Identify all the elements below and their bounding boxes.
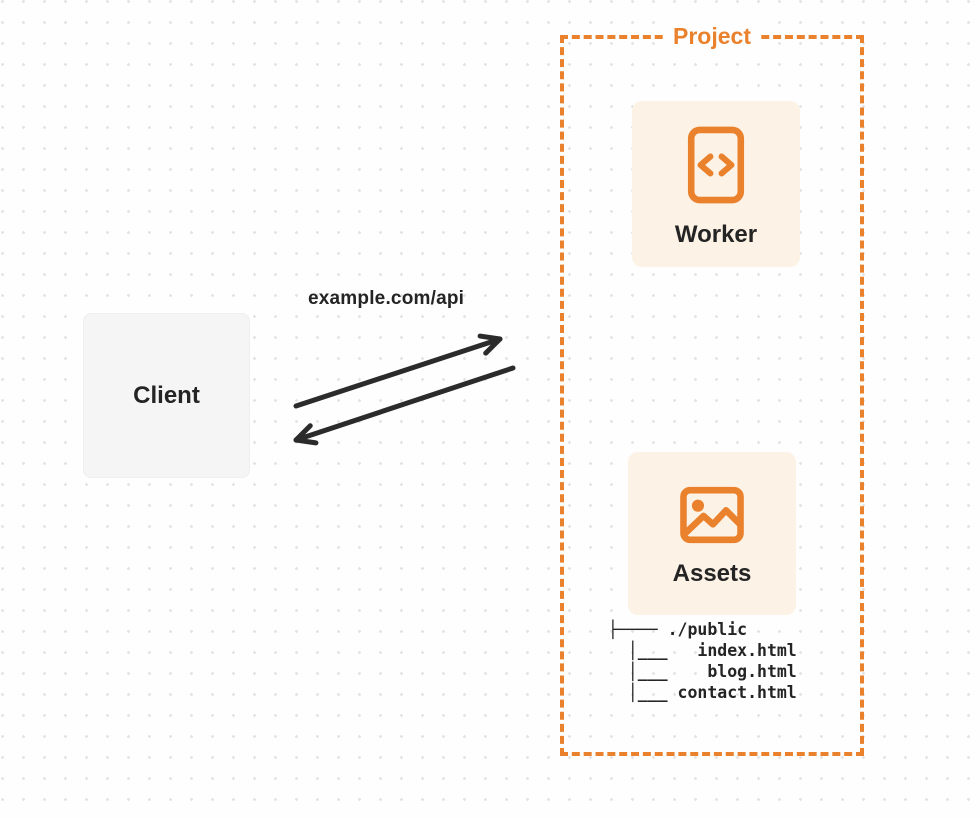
request-arrow bbox=[293, 333, 503, 409]
code-icon bbox=[687, 126, 745, 204]
request-url-label: example.com/api bbox=[308, 288, 465, 309]
client-node: Client bbox=[83, 313, 250, 478]
client-label: Client bbox=[133, 381, 200, 409]
assets-label: Assets bbox=[672, 559, 752, 587]
assets-node: Assets bbox=[628, 452, 796, 615]
response-arrow bbox=[293, 365, 516, 446]
image-icon bbox=[680, 486, 744, 543]
project-boundary: Project Worker Assets ├──── ./public │__… bbox=[560, 21, 864, 756]
project-label: Project bbox=[664, 21, 760, 51]
worker-label: Worker bbox=[674, 221, 758, 248]
assets-file-tree: ├──── ./public │___ index.html │___ blog… bbox=[608, 620, 797, 702]
worker-node: Worker bbox=[632, 101, 800, 267]
